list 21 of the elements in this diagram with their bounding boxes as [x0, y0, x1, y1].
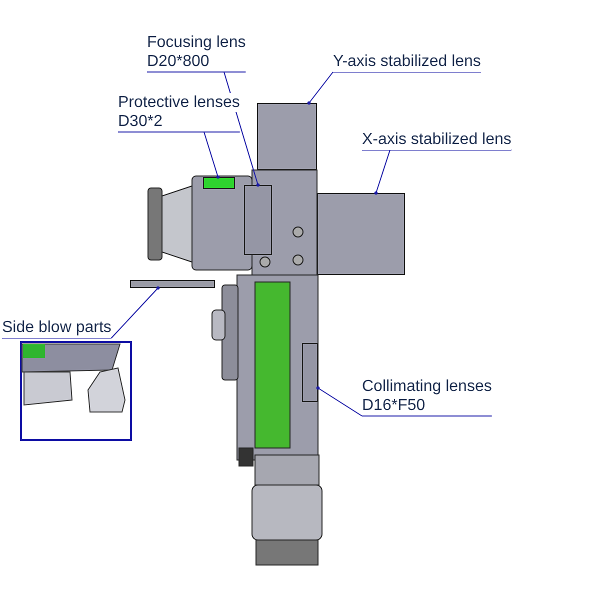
bracket-plate [130, 280, 215, 288]
spec-label: D30*2 [118, 112, 164, 132]
lens-housing [317, 193, 405, 275]
leader-line [118, 132, 240, 179]
lens-window [203, 177, 235, 189]
callout-label: Protective lenses [118, 93, 240, 112]
leader-line [307, 72, 482, 105]
callout-label: Side blow parts [2, 318, 112, 338]
callout-label: X-axis stabilized lens [362, 130, 512, 150]
leader-line [316, 386, 492, 416]
callout-label: Focusing lens [147, 33, 246, 52]
spec-label: D16*F50 [362, 396, 426, 416]
spec-label: D20*800 [147, 52, 210, 72]
cover-plate [244, 185, 272, 255]
side-plate [302, 343, 318, 402]
leader-line [2, 286, 160, 338]
callout-label: Collimating lenses [362, 377, 492, 396]
leader-line [146, 72, 260, 187]
lens-housing [257, 103, 317, 170]
leader-line [362, 150, 512, 195]
callout-label: Y-axis stabilized lens [333, 52, 481, 72]
